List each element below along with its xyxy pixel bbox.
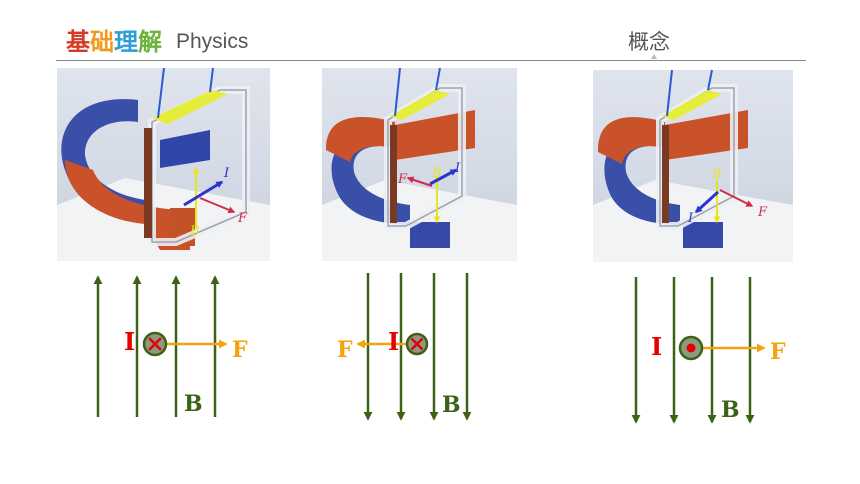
photo-1-coil-wire [144, 128, 152, 238]
photo-2-lead-wire-2 [435, 67, 441, 91]
photo-2-lead-wire-1 [394, 67, 401, 117]
photo-3-force-arrow [719, 189, 754, 207]
photo-1-lead-wire-2 [209, 67, 214, 93]
photo-2-current-label: I [454, 161, 461, 176]
diagram-1: I F B [93, 275, 248, 417]
diagram-1-force-label: F [232, 337, 248, 363]
photo-3-coil-wire [662, 125, 669, 223]
photo-1-lead-wire-1 [157, 67, 165, 119]
divider-marker [651, 54, 657, 59]
photo-1-coil-frame-edge [151, 89, 247, 243]
title-char-2: 础 [90, 28, 114, 56]
photo-2: I F B [322, 67, 517, 261]
photo-3-yellow-band [662, 90, 722, 120]
photo-1-force-label: F [237, 211, 248, 226]
photo-2-pole-block-bottom [410, 222, 450, 248]
photo-1-force-arrow [199, 197, 236, 214]
diagram-3-current-out-of-page [678, 335, 704, 361]
diagram-3: I F B [631, 277, 786, 424]
diagram-3-force-label: F [770, 339, 786, 365]
title-char-3: 理 [114, 28, 138, 56]
photo-3-current-arrow [694, 190, 720, 214]
diagram-1-cross-2 [148, 337, 162, 351]
photo-1-yellow-band [152, 90, 228, 124]
photo-3-lead-wire-1 [666, 69, 673, 117]
photo-2-current-arrow [429, 168, 458, 186]
diagram-1-current-label: I [124, 327, 135, 356]
photo-1: I F B [57, 67, 270, 261]
photo-2-coil-wire [390, 125, 397, 223]
photo-3-field-label: B [711, 167, 722, 182]
diagram-2-current-into-page [405, 332, 429, 356]
diagram-2-force-label: F [337, 337, 353, 363]
title-char-1: 基 [66, 28, 90, 56]
photo-2-yellow-band [390, 90, 450, 120]
photo-3-pole-block-bottom [683, 222, 723, 248]
diagram-3-current-label: I [651, 332, 662, 361]
photo-2-field-label: B [431, 166, 442, 181]
photo-1-field-label: B [189, 224, 200, 239]
page-header: 基础理解 Physics [66, 22, 249, 56]
diagram-2: I F B [337, 273, 472, 421]
title-char-4: 解 [138, 28, 162, 56]
photo-3-pole-block-top [665, 110, 748, 160]
photo-3: I F B [593, 69, 793, 262]
header-divider [56, 60, 806, 61]
photo-1-current-arrow [183, 180, 224, 207]
photo-2-magnet-top-pole [325, 117, 395, 162]
photo-2-coil-frame-edge [387, 87, 463, 227]
photo-1-current-label: I [223, 166, 230, 181]
photo-3-lead-wire-2 [707, 69, 713, 91]
photo-1-pole-block-top [160, 130, 210, 168]
photo-3-force-label: F [757, 205, 768, 220]
photo-2-force-label: F [397, 172, 408, 187]
photo-2-pole-block-top [395, 110, 475, 160]
diagram-2-current-label: I [388, 327, 399, 356]
diagram-1-field-label: B [184, 391, 203, 417]
photo-2-force-arrow [406, 176, 433, 187]
photo-3-magnet-top-pole [597, 117, 665, 164]
subject-label: Physics [176, 30, 249, 53]
photo-1-magnet-bottom-pole [65, 160, 190, 250]
photo-3-current-label: I [687, 211, 694, 226]
diagram-2-cross-2 [410, 337, 424, 351]
diagram-1-current-into-page [142, 331, 168, 357]
diagram-3-dot [686, 343, 696, 353]
diagram-2-field-label: B [442, 392, 461, 418]
concept-label: 概念 [628, 30, 670, 54]
diagram-3-field-label: B [721, 397, 740, 423]
